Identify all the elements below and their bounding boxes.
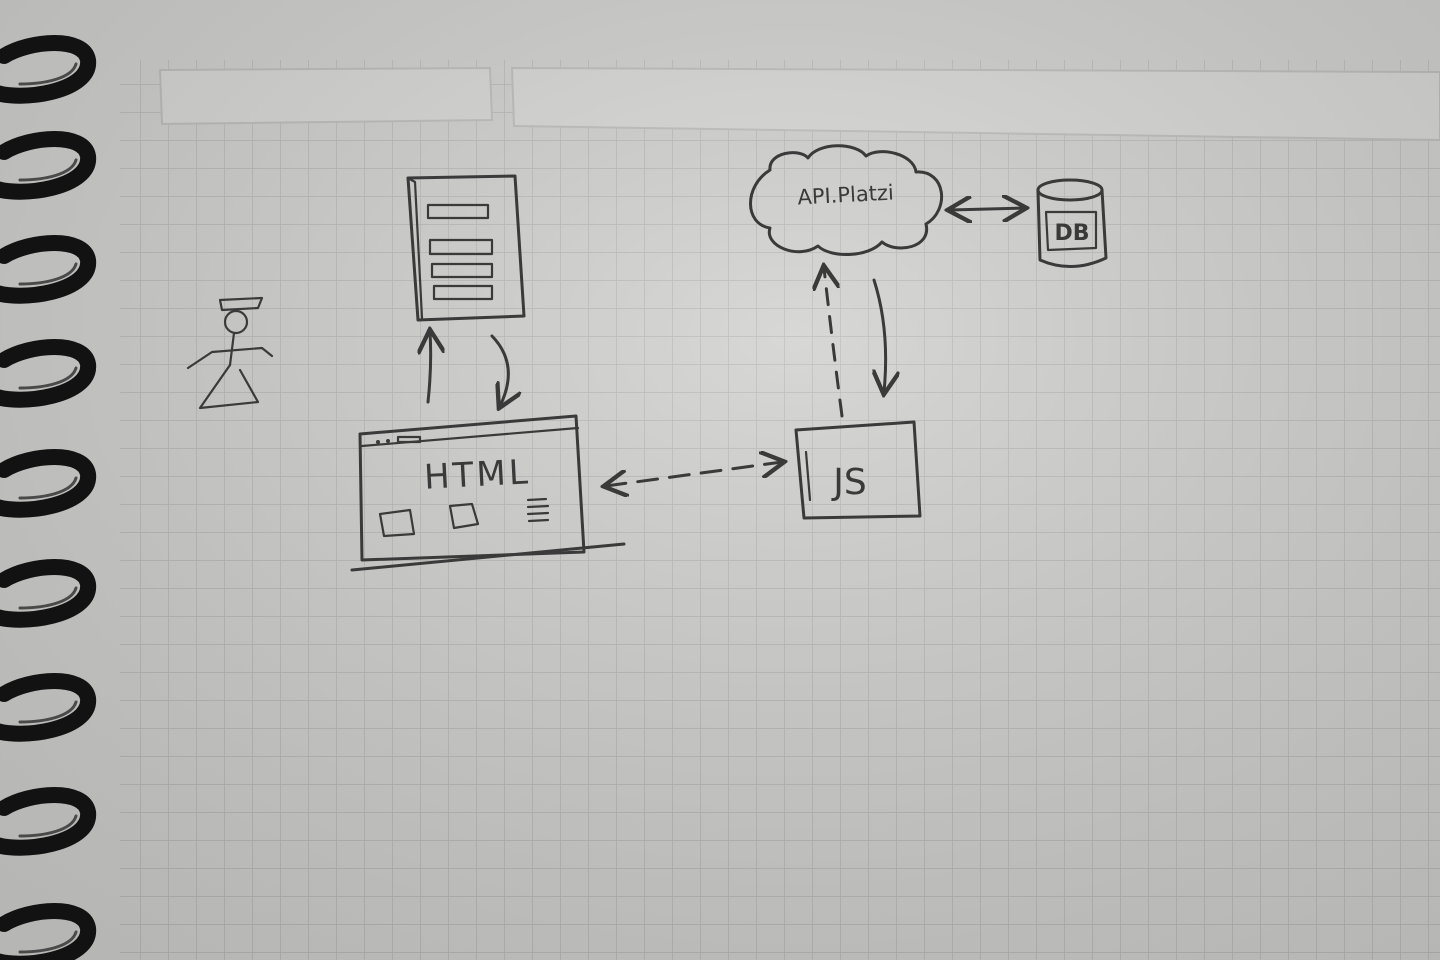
window-dot-1 bbox=[376, 440, 380, 444]
document-outline bbox=[406, 174, 526, 322]
user-figure bbox=[186, 296, 274, 410]
api-label: API.Platzi bbox=[797, 181, 894, 210]
window-dot-2 bbox=[386, 439, 390, 443]
html-window-frame bbox=[358, 414, 586, 562]
document-line-4 bbox=[432, 284, 494, 301]
spiral-ring-9 bbox=[0, 903, 96, 960]
user-body bbox=[228, 331, 236, 367]
spiral-ring-8 bbox=[0, 787, 96, 856]
arrow-html-js bbox=[606, 462, 782, 486]
spiral-ring-4 bbox=[0, 339, 96, 408]
document-line-2 bbox=[428, 238, 494, 256]
html-widget-2 bbox=[448, 502, 480, 530]
db-label-box bbox=[1044, 210, 1098, 252]
db-label: DB bbox=[1054, 221, 1089, 246]
database-node: DB bbox=[1036, 178, 1108, 269]
spiral-ring-3 bbox=[0, 235, 96, 304]
spiral-ring-highlight-6 bbox=[18, 586, 78, 610]
api-cloud-node: API.Platzi bbox=[749, 144, 943, 257]
js-box-outline bbox=[794, 420, 922, 520]
spiral-ring-1 bbox=[0, 35, 96, 104]
cloud-outline bbox=[749, 144, 943, 257]
spiral-ring-7 bbox=[0, 673, 96, 742]
spiral-binding bbox=[0, 35, 96, 960]
document-line-3 bbox=[430, 262, 494, 279]
spiral-ring-highlight-2 bbox=[18, 158, 78, 182]
js-box-inner-line bbox=[804, 450, 812, 502]
spiral-ring-highlight-8 bbox=[18, 814, 78, 838]
spiral-ring-highlight-7 bbox=[18, 700, 78, 724]
spiral-ring-6 bbox=[0, 559, 96, 628]
spiral-ring-5 bbox=[0, 449, 96, 518]
spiral-ring-2 bbox=[0, 131, 96, 200]
html-label: HTML bbox=[423, 452, 532, 498]
js-label: JS bbox=[831, 462, 866, 503]
spiral-ring-highlight-1 bbox=[18, 62, 78, 86]
db-body bbox=[1036, 188, 1108, 269]
html-widget-list bbox=[526, 497, 550, 523]
window-tab bbox=[396, 435, 422, 444]
spiral-ring-highlight-3 bbox=[18, 262, 78, 286]
document-fold bbox=[406, 176, 424, 320]
page-document-sketch bbox=[406, 174, 526, 322]
arrow-js-to-api bbox=[824, 268, 844, 418]
spiral-ring-highlight-9 bbox=[18, 930, 78, 954]
document-line-1 bbox=[426, 203, 490, 220]
js-box-node: JS bbox=[794, 420, 922, 520]
arrow-api-to-js bbox=[874, 278, 886, 392]
user-hat bbox=[218, 296, 264, 312]
html-window-node: HTML bbox=[350, 414, 626, 572]
html-window-baseline bbox=[350, 542, 626, 572]
spiral-ring-highlight-5 bbox=[18, 476, 78, 500]
html-widget-1 bbox=[378, 508, 416, 538]
user-arms bbox=[186, 346, 274, 370]
spiral-ring-highlight-4 bbox=[18, 366, 78, 390]
arrow-html-to-page bbox=[428, 332, 431, 404]
arrow-page-to-html bbox=[490, 334, 508, 406]
user-head bbox=[223, 309, 249, 335]
user-legs bbox=[198, 363, 260, 410]
arrow-api-db bbox=[950, 208, 1024, 210]
